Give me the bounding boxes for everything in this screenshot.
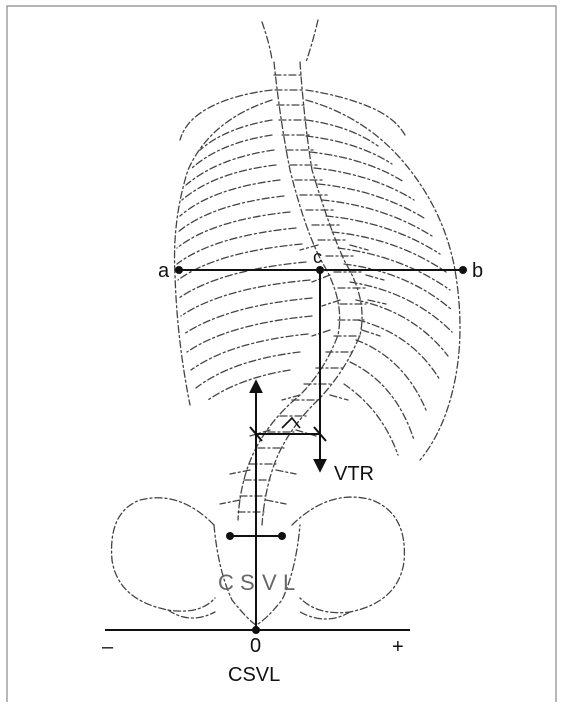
label-csvl-letter-v: V (262, 570, 277, 595)
zero-dot (252, 626, 260, 634)
label-vtr: VTR (334, 463, 374, 485)
iliac-left (112, 498, 215, 611)
label-csvl-letter-c: C (218, 570, 234, 595)
label-csvl: CSVL (228, 664, 280, 686)
label-csvl-letter-s: S (240, 570, 255, 595)
sacral-left-dot (226, 532, 234, 540)
iliac-right (292, 497, 404, 613)
label-plus: + (392, 636, 404, 658)
shoulder-left (180, 90, 272, 140)
ribs-left (177, 120, 312, 400)
label-point-c: c (313, 247, 322, 267)
label-point-a: a (158, 260, 170, 282)
label-csvl-letter-l: L (283, 570, 295, 595)
label-zero: 0 (250, 635, 261, 657)
sacral-right-dot (278, 532, 286, 540)
neck-outline (262, 20, 318, 62)
point-c-dot (316, 266, 324, 274)
shoulder-right (306, 90, 405, 135)
vertebral-column (220, 62, 386, 525)
ribs-right (306, 120, 452, 455)
pelvis (112, 497, 405, 625)
label-minus: – (102, 636, 114, 658)
label-point-b: b (472, 260, 483, 282)
point-a-dot (175, 266, 183, 274)
point-b-dot (459, 266, 467, 274)
skeleton-illustration (112, 20, 460, 625)
